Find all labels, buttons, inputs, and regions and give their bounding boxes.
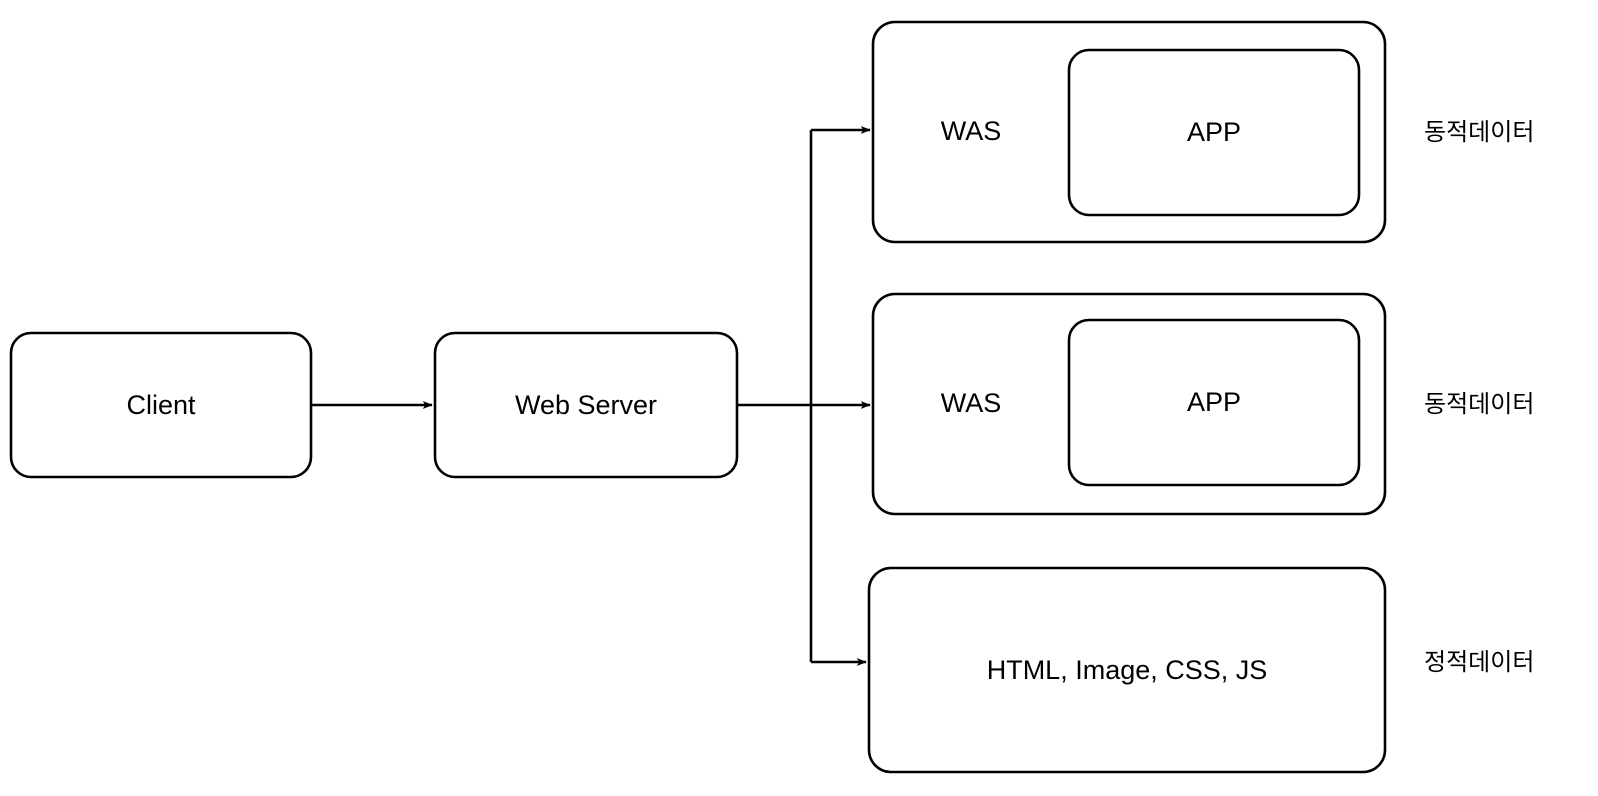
app-middle-box-shape[interactable] xyxy=(1067,318,1361,487)
side-label-static: 정적데이터 xyxy=(1424,649,1535,676)
web-server-box-shape[interactable] xyxy=(433,331,739,479)
was-top-box-shape[interactable] xyxy=(871,20,1387,244)
side-label-dynamic-top: 동적데이터 xyxy=(1424,119,1535,146)
side-label-dynamic-middle: 동적데이터 xyxy=(1424,391,1535,418)
client-box-shape[interactable] xyxy=(9,331,313,479)
was-middle-box-shape[interactable] xyxy=(871,292,1387,516)
app-top-box-shape[interactable] xyxy=(1067,48,1361,217)
static-data-box-shape[interactable] xyxy=(867,566,1387,774)
